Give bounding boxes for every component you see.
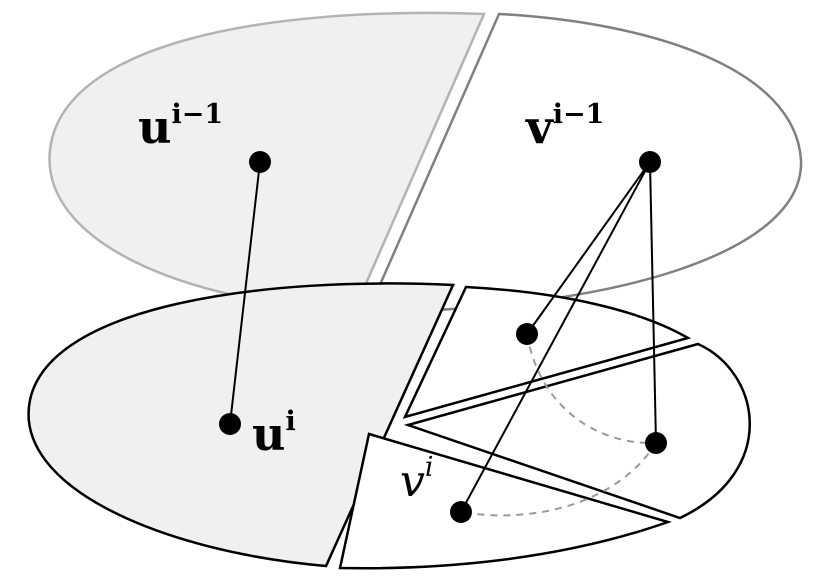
label-v-prev: vi−1 bbox=[525, 99, 604, 154]
nodes bbox=[219, 151, 667, 523]
label-v-base: v bbox=[400, 456, 425, 507]
label-u-prev-base: u bbox=[138, 100, 171, 154]
edge-v-prev-to-bottom bbox=[460, 161, 651, 513]
label-v-prev-sup: i−1 bbox=[553, 99, 605, 130]
lower-right-middle-region bbox=[403, 342, 751, 520]
label-v: vi bbox=[400, 452, 434, 507]
node-v-top bbox=[516, 323, 538, 345]
label-u-sup: i bbox=[285, 406, 295, 437]
dashed-connections bbox=[460, 333, 657, 517]
lower-layer bbox=[27, 282, 751, 570]
upper-layer bbox=[48, 11, 803, 314]
label-v-sup: i bbox=[425, 452, 434, 483]
label-u-prev: ui−1 bbox=[138, 99, 223, 154]
node-u bbox=[219, 413, 241, 435]
label-u-prev-sup: i−1 bbox=[171, 99, 223, 130]
label-u: ui bbox=[252, 406, 296, 461]
edge-v-prev-to-right bbox=[649, 161, 657, 444]
edges bbox=[229, 161, 657, 513]
dashed-right-to-bottom bbox=[460, 442, 657, 517]
lower-right-bottom-region bbox=[338, 432, 673, 570]
label-u-base: u bbox=[252, 407, 285, 461]
node-v-bottom bbox=[450, 501, 472, 523]
dashed-top-to-right bbox=[526, 333, 657, 445]
edge-u-prev-to-u bbox=[229, 161, 261, 425]
edge-v-prev-to-top bbox=[526, 161, 651, 335]
node-u-prev bbox=[249, 151, 271, 173]
node-v-prev bbox=[639, 151, 661, 173]
label-v-prev-base: v bbox=[525, 100, 554, 154]
node-v-right bbox=[645, 432, 667, 454]
